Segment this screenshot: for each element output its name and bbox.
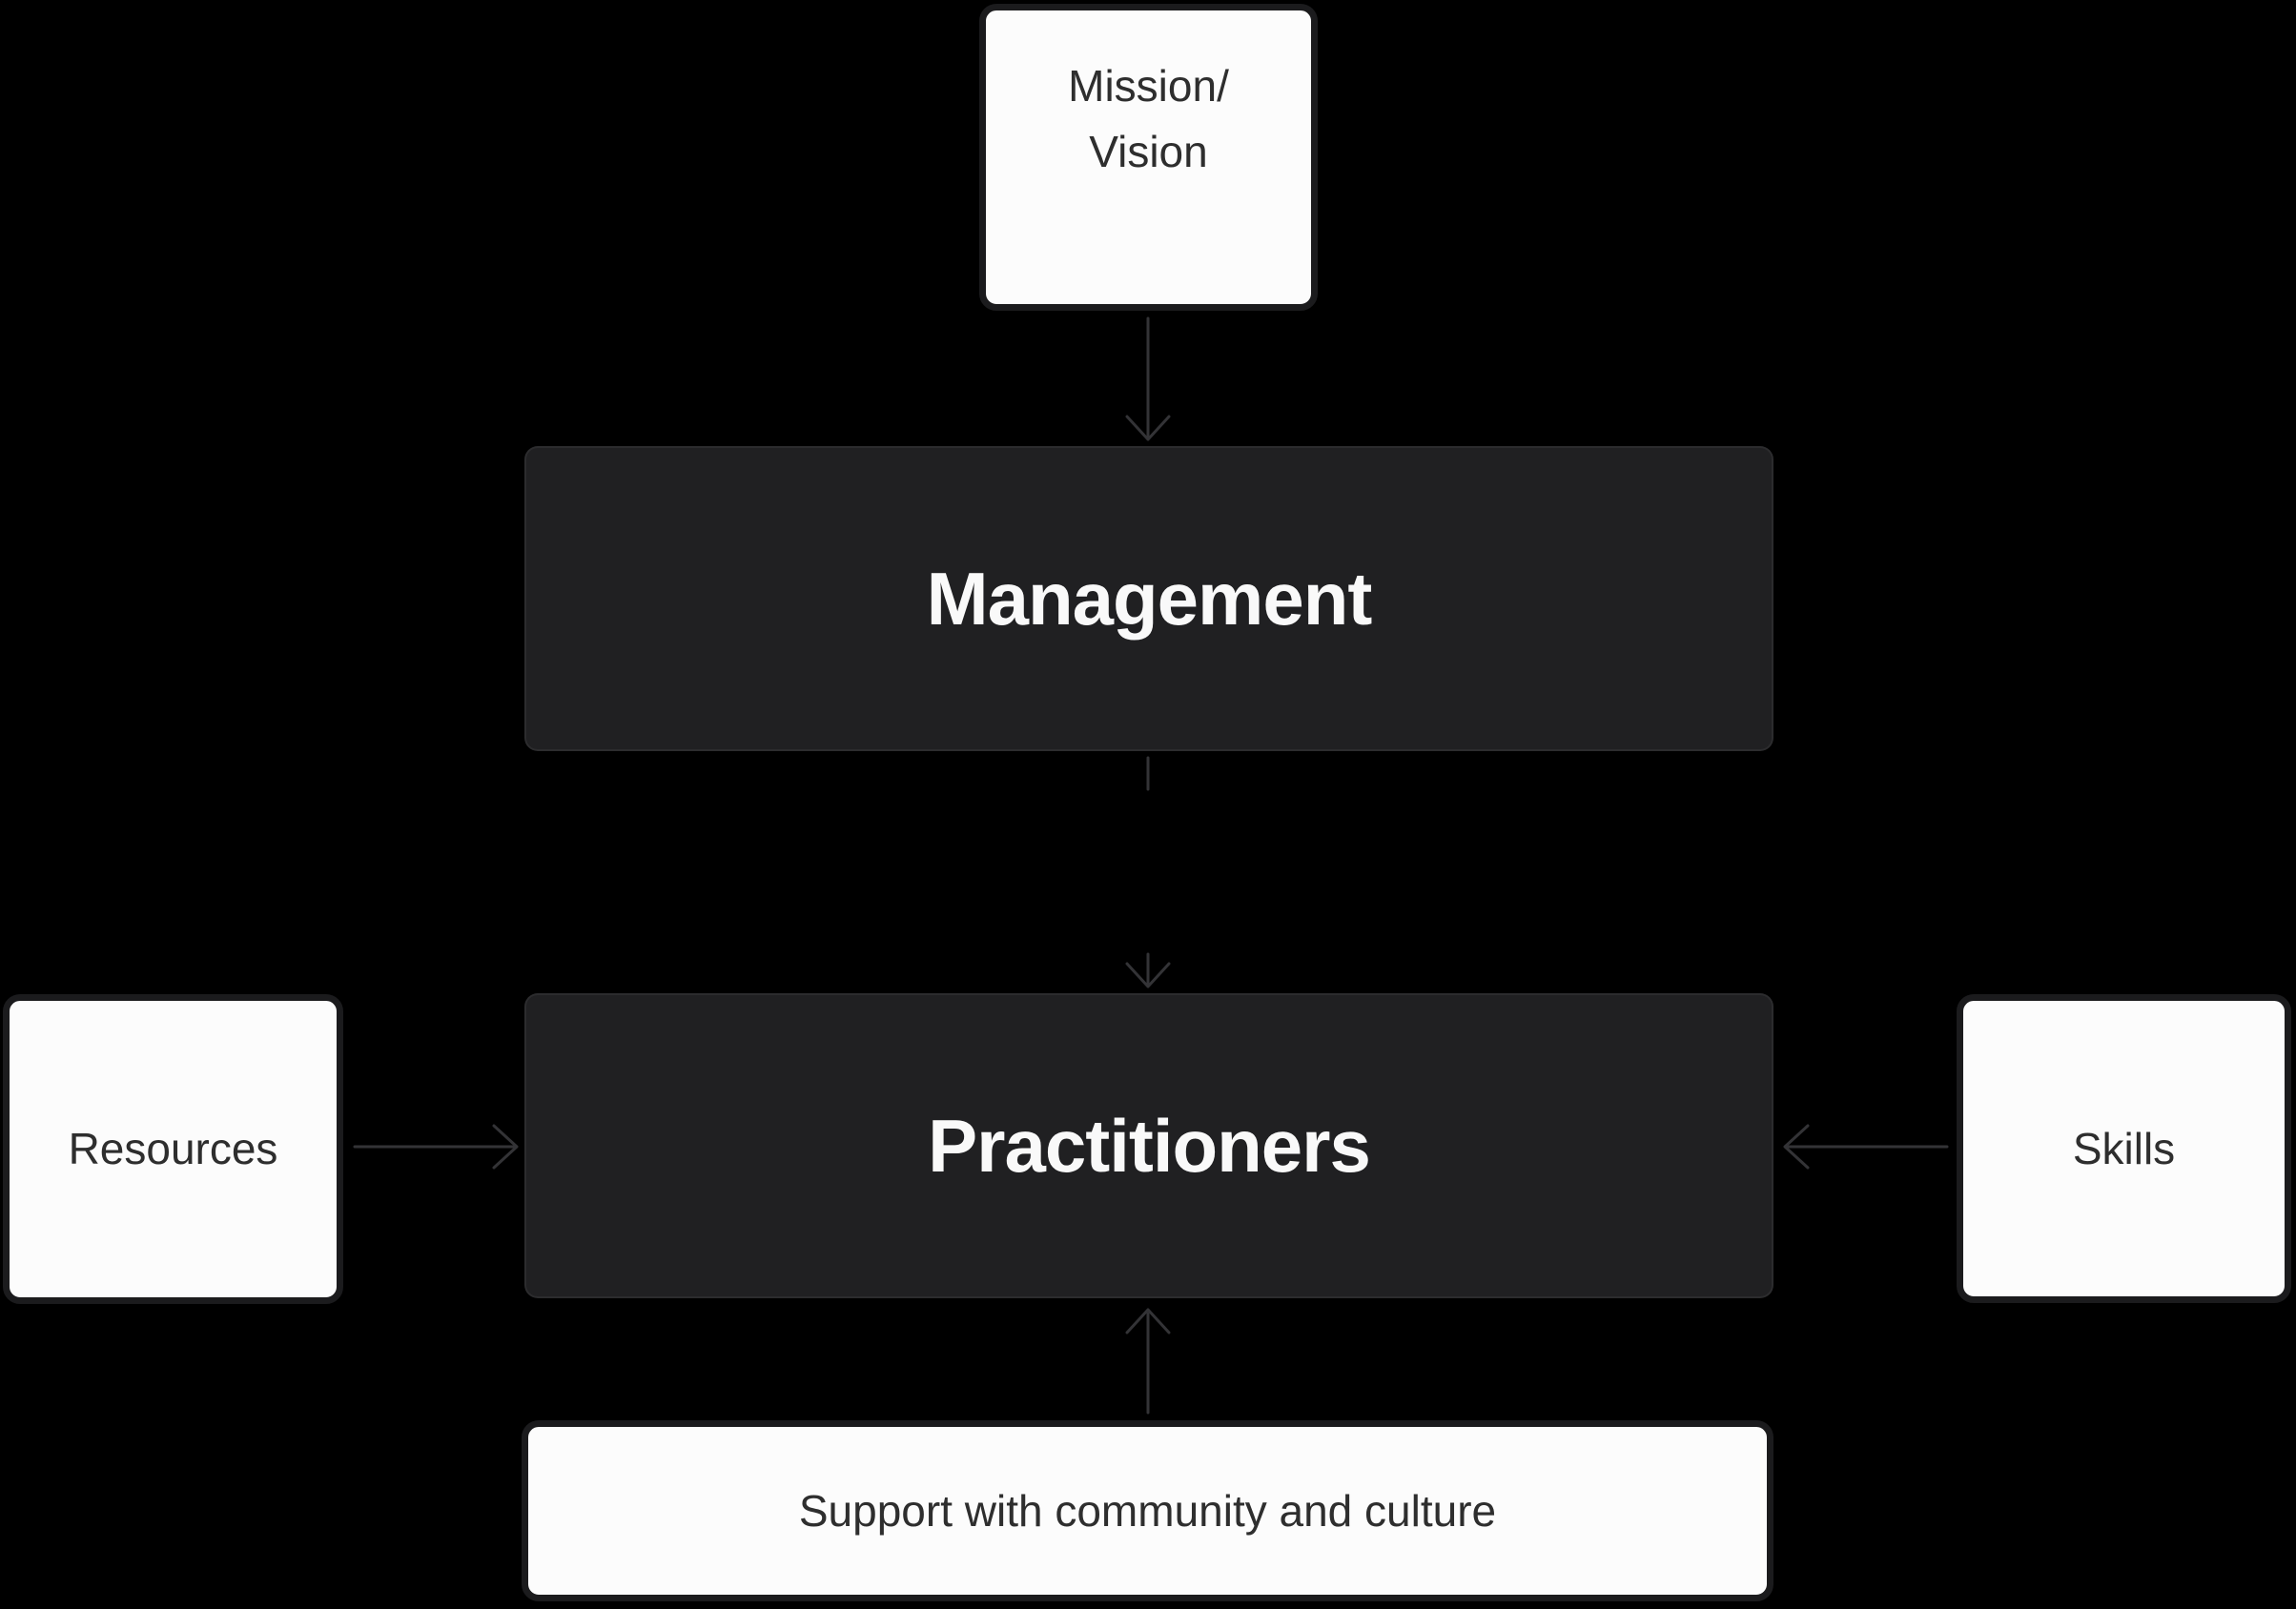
- node-support-community-culture-label: Support with community and culture: [798, 1485, 1497, 1536]
- node-mission-vision-label-line1: Mission/: [1068, 61, 1229, 111]
- node-practitioners-label: Practitioners: [928, 1103, 1371, 1188]
- node-management[interactable]: Management: [524, 446, 1773, 751]
- node-resources-label: Resources: [68, 1124, 278, 1173]
- node-skills[interactable]: Skills: [1957, 994, 2291, 1303]
- node-mission-vision[interactable]: Mission/ Vision: [979, 4, 1318, 311]
- node-mission-vision-label-line2: Vision: [1089, 127, 1208, 176]
- arrow-skills-to-practitioners[interactable]: [1783, 1124, 1949, 1170]
- node-practitioners[interactable]: Practitioners: [524, 993, 1773, 1298]
- node-support-community-culture[interactable]: Support with community and culture: [522, 1420, 1773, 1601]
- node-management-label: Management: [926, 556, 1373, 641]
- arrow-management-to-practitioners[interactable]: [1125, 756, 1171, 988]
- arrow-mission-to-management[interactable]: [1125, 316, 1171, 441]
- arrow-support-to-practitioners[interactable]: [1125, 1308, 1171, 1415]
- node-resources[interactable]: Resources: [3, 994, 343, 1304]
- arrow-resources-to-practitioners[interactable]: [353, 1124, 519, 1170]
- node-skills-label: Skills: [2072, 1123, 2176, 1173]
